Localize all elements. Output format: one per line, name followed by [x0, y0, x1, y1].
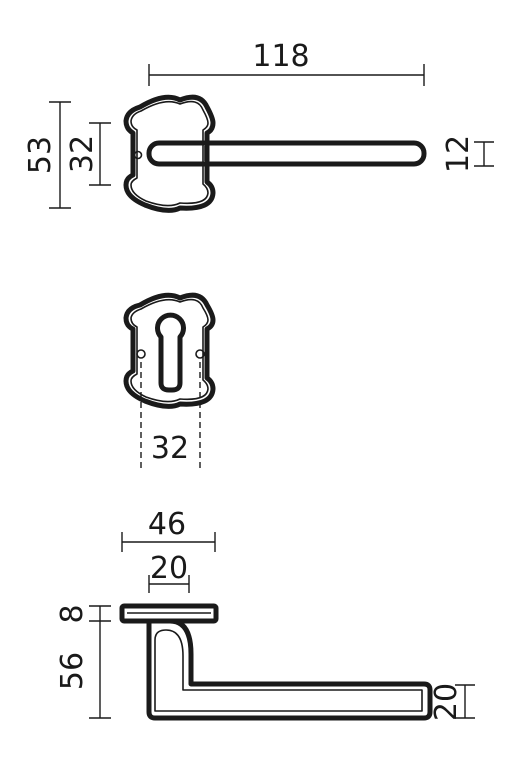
lever-side-profile [146, 618, 433, 721]
screw-hole [133, 150, 143, 160]
front-view: 118 53 32 12 [23, 39, 494, 213]
length-label: 118 [252, 39, 309, 74]
grip-height-dimension: 20 [429, 683, 475, 721]
lever-handle [146, 140, 427, 167]
rose-diameter-label: 46 [148, 507, 186, 542]
neck-label: 20 [150, 551, 188, 586]
side-view: 46 20 8 56 [55, 507, 475, 721]
rose-outline [123, 94, 216, 213]
lever-thickness-label: 12 [441, 135, 476, 173]
rose-height-dimension: 53 [23, 101, 71, 209]
projection-label: 56 [55, 652, 90, 690]
rose-thickness-label: 8 [55, 604, 90, 623]
length-dimension: 118 [148, 39, 425, 86]
escutcheon-view: 32 [123, 292, 216, 472]
grip-height-label: 20 [429, 683, 464, 721]
screw-spacing-label: 32 [65, 135, 100, 173]
screw-spacing-dimension: 32 [65, 122, 111, 186]
rose-inner-outline [130, 100, 209, 207]
lever-side-inner [154, 629, 423, 712]
rose-thickness-dimension: 8 [55, 604, 111, 624]
screw-hole-right [195, 349, 205, 359]
neck-dimension: 20 [148, 551, 190, 593]
rose-height-label: 53 [23, 136, 58, 174]
hole-spacing-label: 32 [151, 431, 189, 466]
screw-hole-left [136, 349, 146, 359]
lever-thickness-dimension: 12 [441, 135, 494, 173]
escutcheon-outline [123, 292, 216, 409]
cylinder-keyhole [155, 312, 186, 393]
projection-dimension: 56 [55, 621, 111, 719]
rose-diameter-dimension: 46 [121, 507, 216, 552]
